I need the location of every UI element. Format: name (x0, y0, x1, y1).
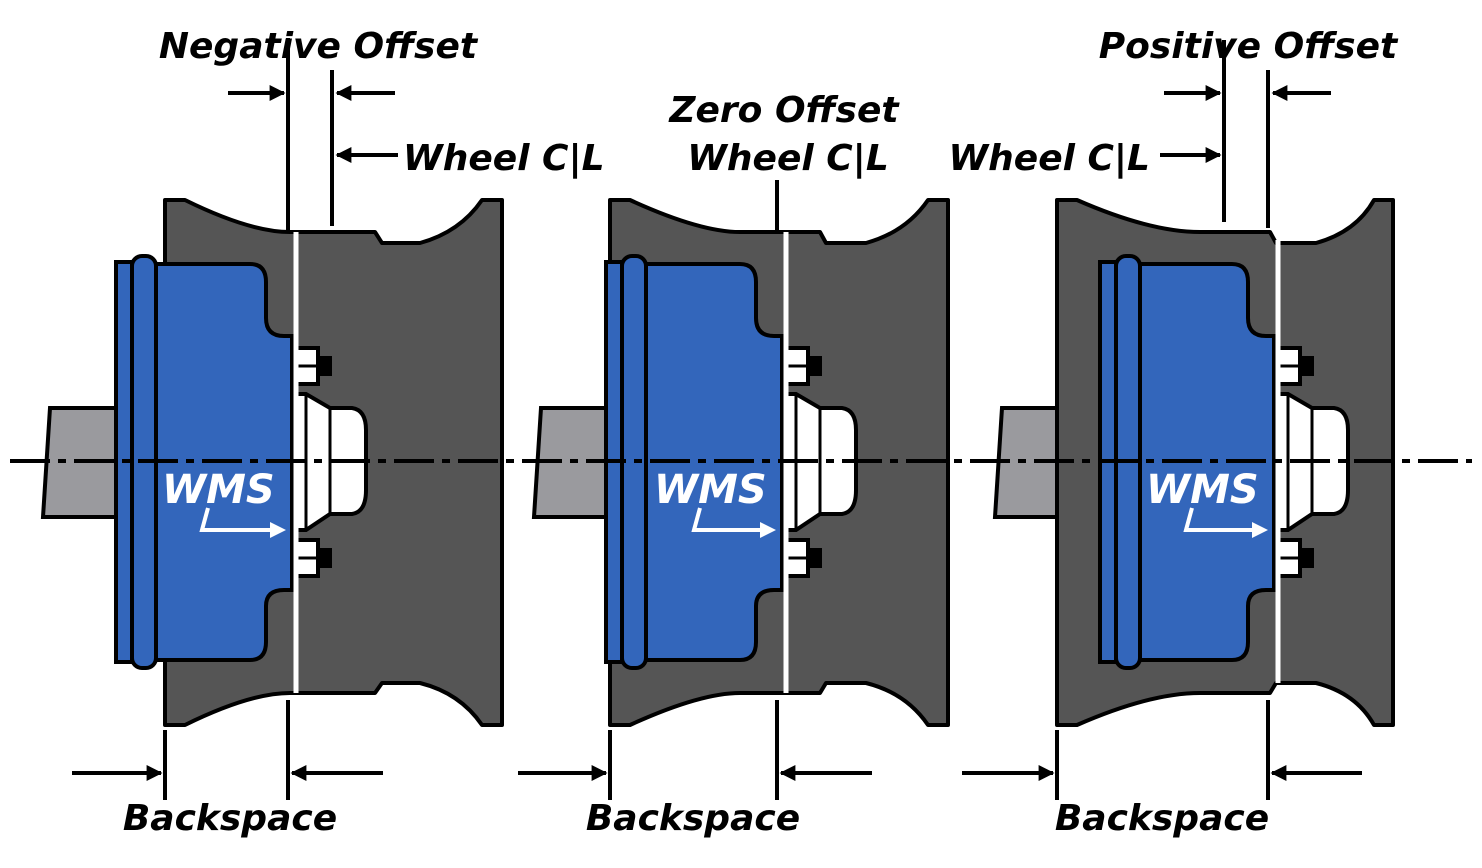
diagram-title: Negative Offset (159, 26, 479, 67)
diagram-title: Zero Offset (668, 90, 900, 131)
wms-logo: WMS (162, 467, 275, 513)
logo-arrow-icon (691, 507, 772, 532)
hub-body (1138, 262, 1276, 662)
hub-cap-icon (780, 392, 858, 532)
backspace-label: Backspace (586, 798, 800, 839)
backspace-label: Backspace (1055, 798, 1269, 839)
centerline-label: Wheel C|L (403, 138, 605, 179)
centerline-label: Wheel C|L (948, 138, 1150, 179)
backspace-label: Backspace (123, 798, 337, 839)
positive-offset-diagram: WMS Positive Offset Wheel C|L Backspace (948, 26, 1399, 839)
logo-arrow-icon (199, 507, 282, 532)
logo-arrow-icon (1183, 507, 1264, 532)
centerline-label: Wheel C|L (687, 138, 889, 179)
wms-logo: WMS (654, 467, 767, 513)
diagram-title: Positive Offset (1099, 26, 1399, 67)
negative-offset-diagram: WMS Negative Offset Wheel C|L Backspace (40, 26, 605, 839)
zero-offset-diagram: WMS Zero Offset Wheel C|L Backspace (518, 90, 950, 839)
wms-logo: WMS (1146, 467, 1259, 513)
